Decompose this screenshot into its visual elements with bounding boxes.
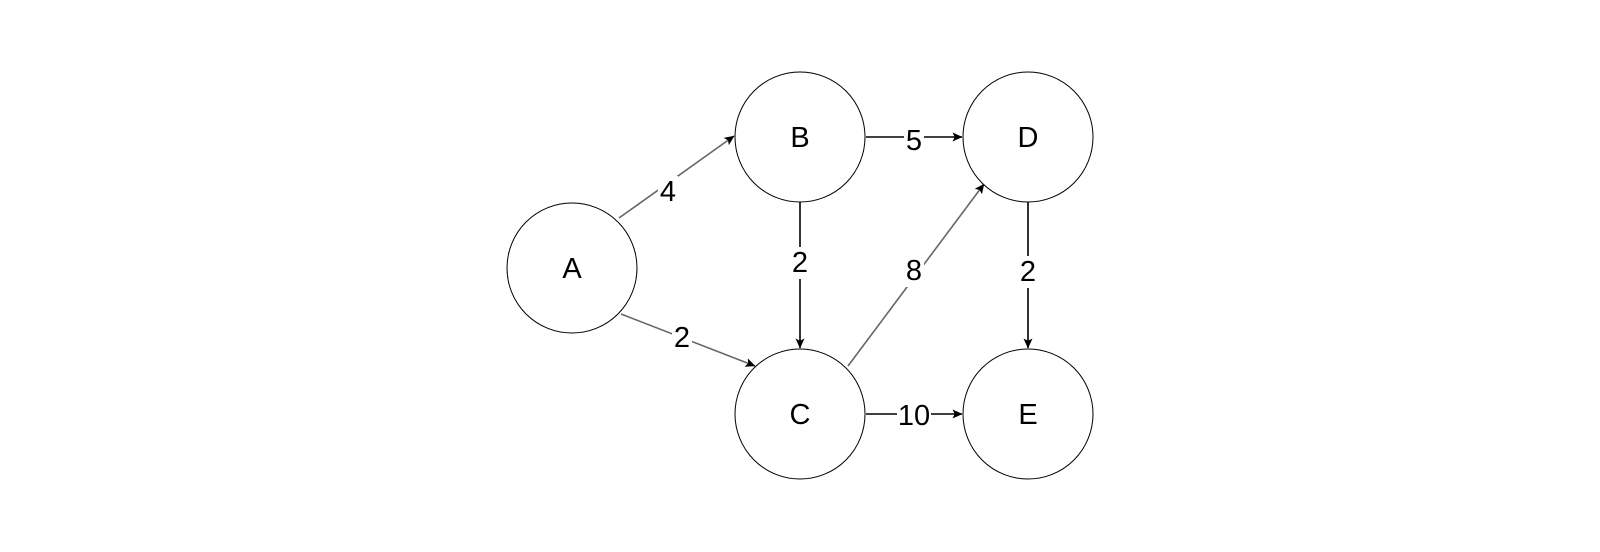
edge-a-c: 2	[620, 313, 756, 367]
node-a-label: A	[562, 253, 582, 285]
edge-c-e: 10	[866, 400, 963, 432]
node-e-circle	[962, 348, 1094, 480]
edge-d-e: 2	[1018, 202, 1038, 349]
edge-b-d: 5	[866, 124, 963, 157]
node-d-circle	[962, 71, 1094, 203]
nodes-layer: A B C D E	[506, 71, 1094, 480]
node-b-label: B	[790, 122, 809, 154]
edge-a-b-label: 4	[660, 176, 676, 208]
edge-c-e-label: 10	[898, 400, 930, 432]
node-e: E	[962, 348, 1094, 480]
node-b-circle	[734, 71, 866, 203]
edge-b-d-label: 5	[906, 125, 922, 157]
node-b: B	[734, 71, 866, 203]
node-d-label: D	[1018, 122, 1039, 154]
edge-a-b: 4	[618, 135, 735, 219]
edges-layer: 4 2 2 5 8 10	[618, 124, 1038, 432]
node-a: A	[506, 202, 638, 334]
node-c: C	[734, 348, 866, 480]
edge-d-e-label: 2	[1020, 256, 1036, 288]
node-d: D	[962, 71, 1094, 203]
edge-c-d: 8	[847, 183, 985, 367]
edge-c-d-label: 8	[906, 255, 922, 287]
node-c-circle	[734, 348, 866, 480]
edge-a-c-label: 2	[674, 322, 690, 354]
edge-b-c: 2	[790, 202, 810, 349]
node-e-label: E	[1018, 399, 1037, 431]
node-c-label: C	[790, 399, 811, 431]
node-a-circle	[506, 202, 638, 334]
edge-b-c-label: 2	[792, 247, 808, 279]
